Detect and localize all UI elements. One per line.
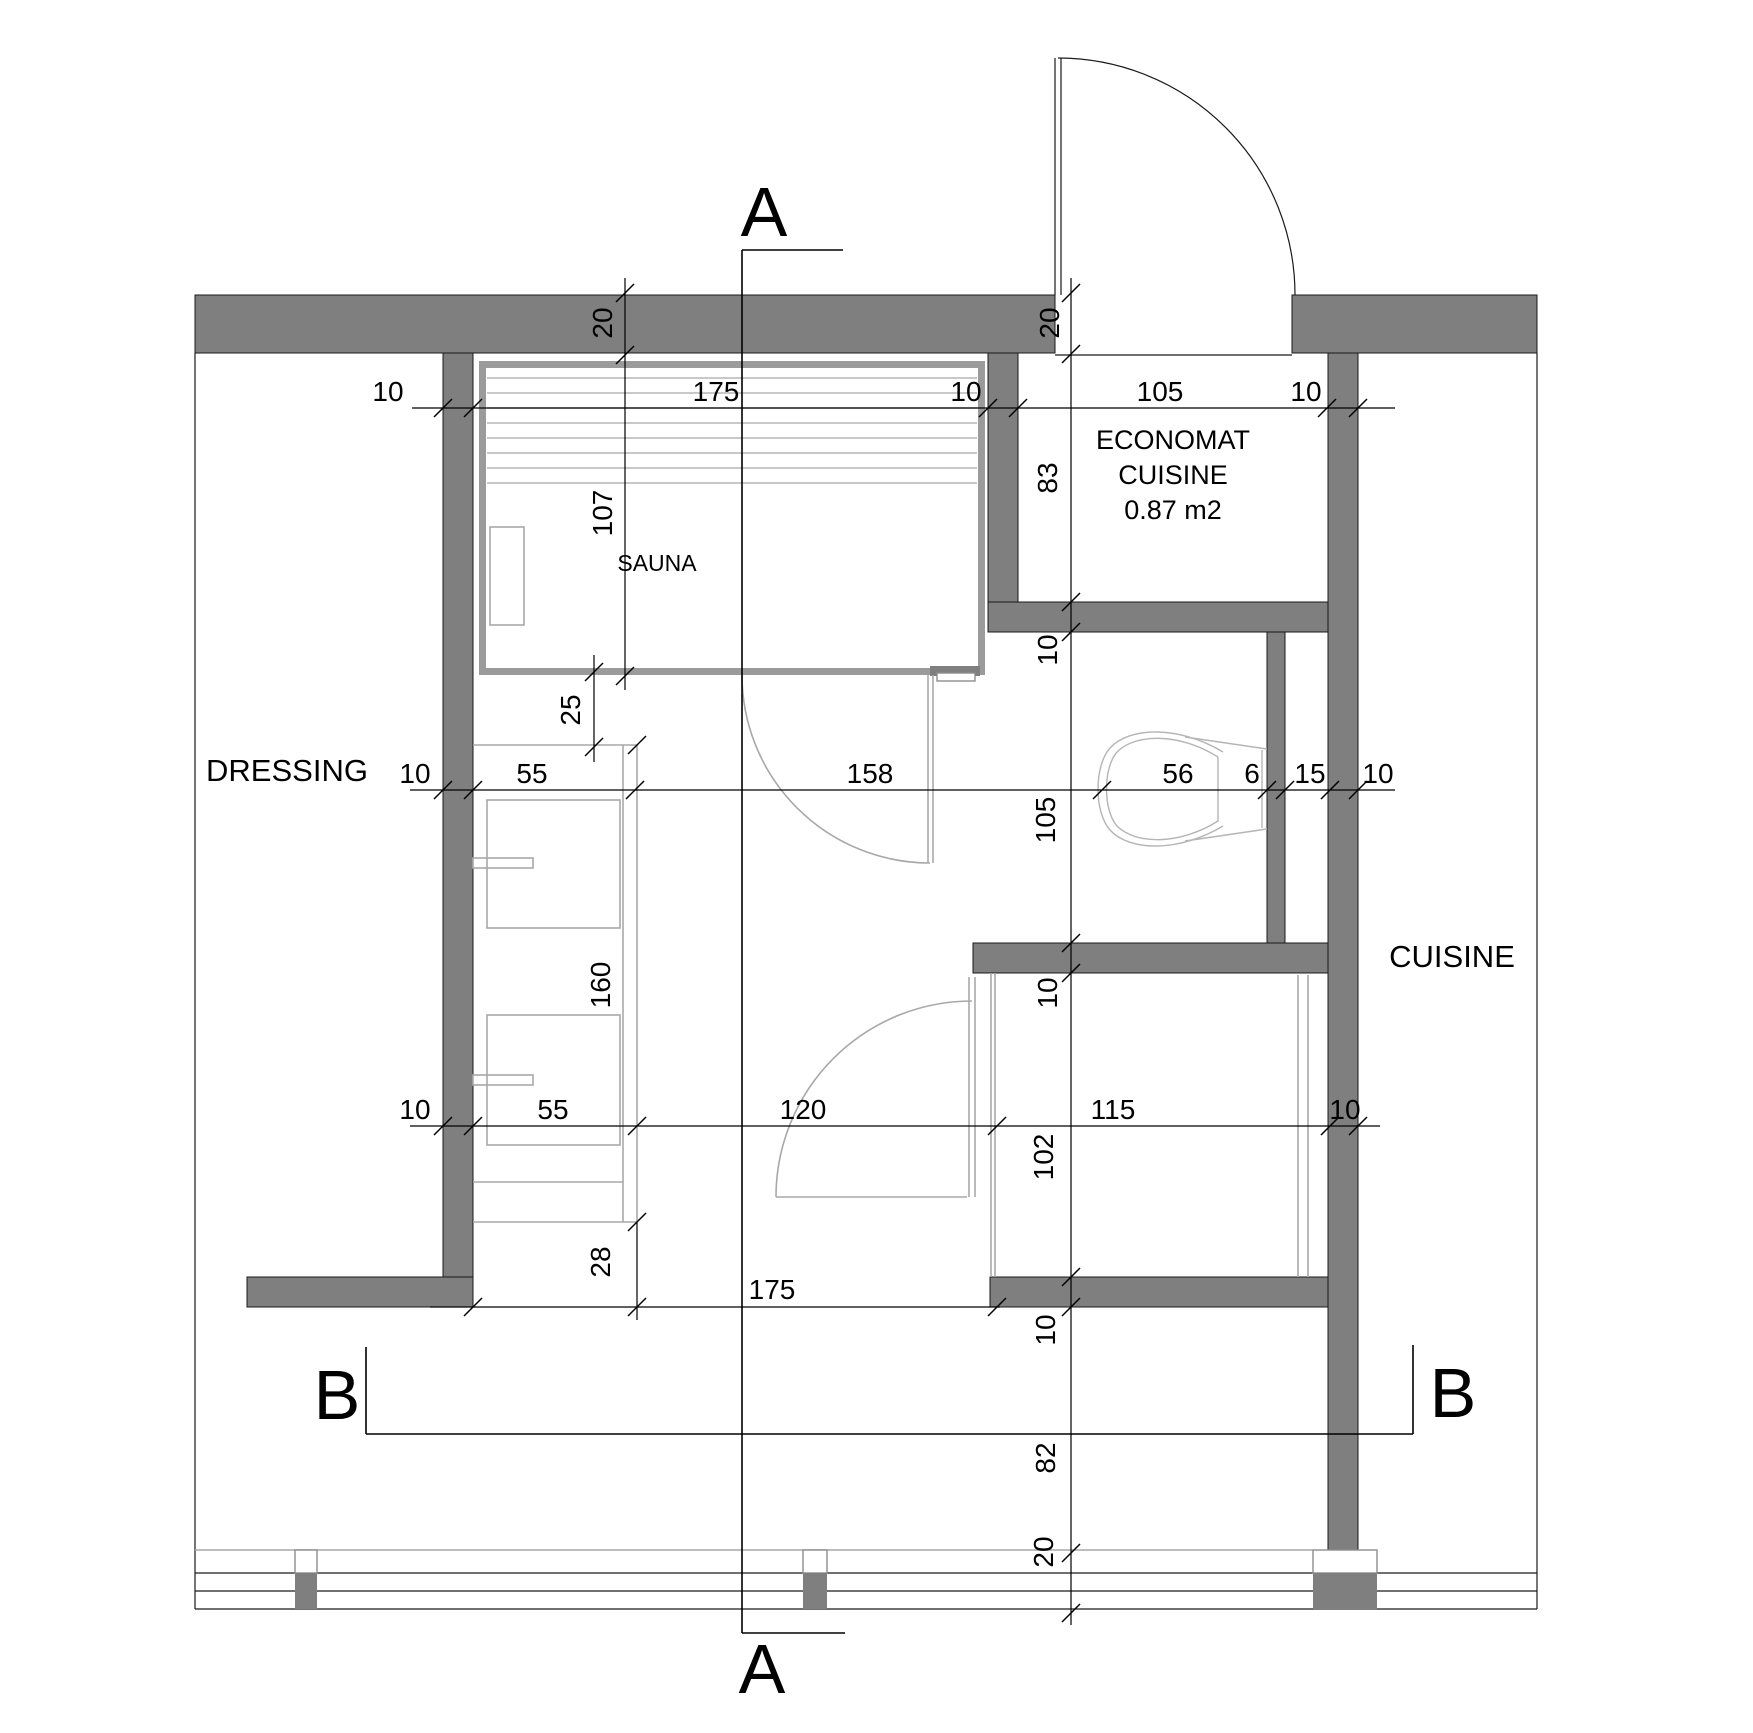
- dim-right-20a: 20: [1034, 307, 1065, 338]
- room-label-economat-line1: ECONOMAT: [1096, 425, 1250, 455]
- dimension-lines: [410, 278, 1395, 1625]
- dim-left-160: 160: [585, 962, 616, 1009]
- dim-top-0: 10: [372, 376, 403, 407]
- wall-economat-left: [987, 352, 1019, 633]
- toilet-tank-bottom: [1184, 828, 1268, 842]
- hall-door-swing-arc: [741, 674, 931, 864]
- room-label-economat-line3: 0.87 m2: [1124, 495, 1222, 525]
- dim-right-10b: 10: [1032, 977, 1063, 1008]
- wall-bottom-middle: [989, 1276, 1331, 1308]
- dim-right-105: 105: [1030, 797, 1061, 844]
- wall-top-right: [1291, 294, 1538, 354]
- room-label-dressing: DRESSING: [206, 753, 368, 788]
- dim-right-10c: 10: [1030, 1314, 1061, 1345]
- wall-wc-right: [1266, 631, 1286, 974]
- dim-left-28: 28: [585, 1246, 616, 1277]
- dim-mid-1: 55: [516, 758, 547, 789]
- walls: [194, 294, 1538, 1574]
- dim-top-4: 10: [1290, 376, 1321, 407]
- dim-mid-6: 10: [1362, 758, 1393, 789]
- dim-mid-5: 15: [1294, 758, 1325, 789]
- dim-mid-0: 10: [399, 758, 430, 789]
- dim-top-1: 175: [693, 376, 740, 407]
- section-label-a-bottom: A: [739, 1630, 786, 1708]
- dim-mid-3: 56: [1162, 758, 1193, 789]
- sink-lower: [486, 1014, 621, 1146]
- toilet-bowl-outer: [1097, 731, 1224, 847]
- toilet-tank-top: [1184, 736, 1268, 750]
- window-post-left-top: [294, 1549, 318, 1574]
- wall-wc-bottom: [972, 942, 1331, 974]
- sauna-heater: [489, 526, 525, 626]
- wall-left: [442, 352, 474, 1308]
- dim-mid-4: 6: [1244, 758, 1260, 789]
- dim-right-82: 82: [1030, 1442, 1061, 1473]
- wall-right: [1327, 352, 1359, 1574]
- dim-right-102: 102: [1028, 1134, 1059, 1181]
- wall-economat-bottom: [987, 601, 1359, 633]
- section-label-b-right: B: [1430, 1354, 1477, 1432]
- window-post-mid-top: [802, 1549, 828, 1574]
- dim-left-107: 107: [587, 490, 618, 537]
- dim-top-2: 10: [950, 376, 981, 407]
- dim-right-20b: 20: [1028, 1536, 1059, 1567]
- dim-lower-2: 120: [780, 1094, 827, 1125]
- dim-bottom-175: 175: [749, 1274, 796, 1305]
- entry-door-swing-arc: [1057, 57, 1296, 296]
- sauna-door-post: [930, 666, 980, 676]
- sink-upper-faucet: [472, 857, 534, 869]
- dim-mid-2: 158: [847, 758, 894, 789]
- section-label-a-top: A: [741, 173, 788, 251]
- window-post-right: [1313, 1573, 1377, 1610]
- window-post-right-top: [1312, 1549, 1378, 1574]
- dim-lower-1: 55: [537, 1094, 568, 1125]
- dim-right-10a: 10: [1032, 634, 1063, 665]
- toilet: [1097, 731, 1268, 847]
- dim-left-20: 20: [587, 307, 618, 338]
- window-post-left: [295, 1573, 317, 1609]
- dressing-furniture: [472, 744, 638, 1223]
- dim-top-3: 105: [1137, 376, 1184, 407]
- section-label-b-left: B: [314, 1356, 361, 1434]
- sauna-door-jamb: [936, 672, 976, 682]
- dim-lower-0: 10: [399, 1094, 430, 1125]
- room-label-cuisine: CUISINE: [1389, 939, 1515, 974]
- room-label-economat-line2: CUISINE: [1118, 460, 1228, 490]
- doors: [741, 57, 1296, 1277]
- room-label-sauna: SAUNA: [617, 550, 697, 576]
- dim-lower-3: 115: [1091, 1094, 1136, 1125]
- section-lines: [365, 249, 1414, 1634]
- storage-door-swing-arc: [775, 1000, 973, 1198]
- dim-lower-4: 10: [1329, 1094, 1360, 1125]
- sink-upper: [486, 799, 621, 929]
- window-post-mid: [803, 1573, 827, 1609]
- sink-lower-faucet: [472, 1074, 534, 1086]
- dim-right-83: 83: [1032, 462, 1063, 493]
- boundary-and-windows: [194, 353, 1538, 1610]
- toilet-bowl-inner: [1105, 737, 1219, 841]
- dim-left-25: 25: [555, 694, 586, 725]
- sauna: [479, 361, 985, 682]
- wall-bottom-left: [246, 1276, 474, 1308]
- sauna-wall-outline: [479, 361, 985, 675]
